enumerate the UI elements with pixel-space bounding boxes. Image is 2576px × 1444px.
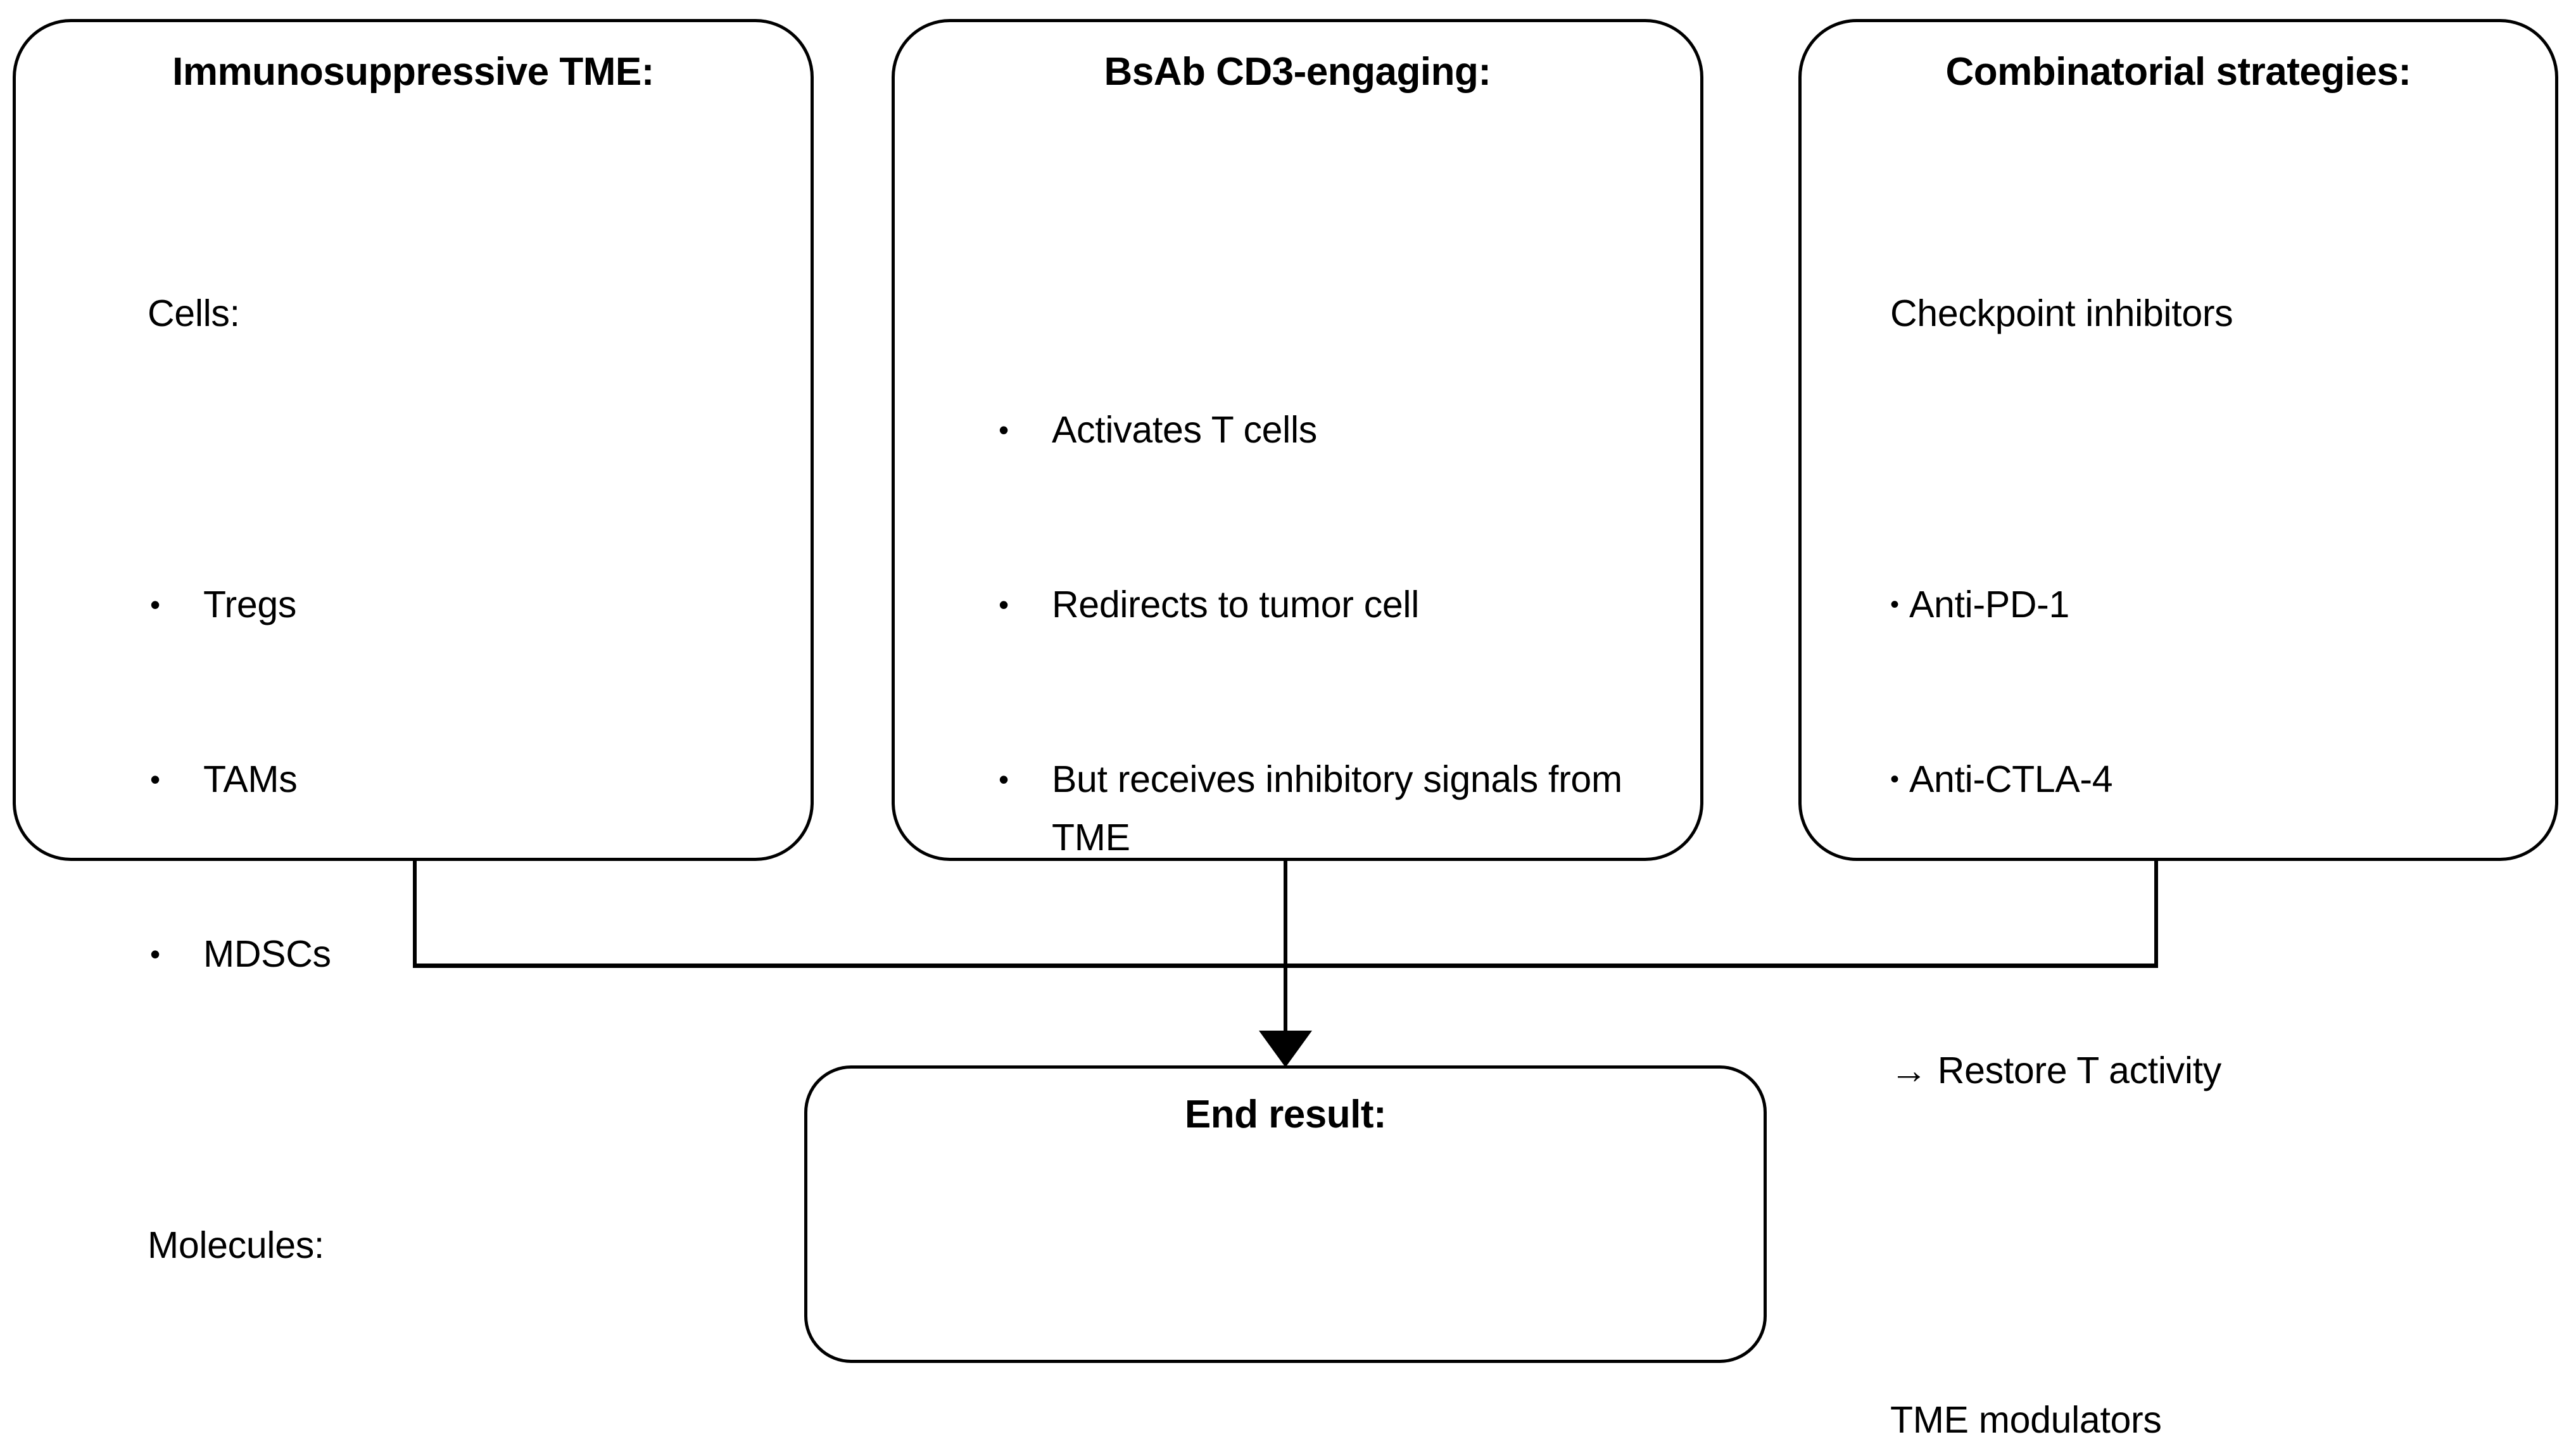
bullet-list-cells: Tregs TAMs MDSCs — [148, 459, 773, 1100]
list-item: Redirects to tumor cell — [996, 575, 1656, 634]
list-item: Anti-PD-1 — [1890, 575, 2530, 634]
node-title-immunosuppressive-tme: Immunosuppressive TME: — [172, 50, 654, 94]
arrow-stem — [1284, 964, 1287, 1048]
bullet-list-bsab: Activates T cells Redirects to tumor cel… — [996, 284, 1656, 983]
node-body-immunosuppressive-tme: Cells: Tregs TAMs MDSCs Molecules: PD-1 … — [148, 168, 773, 1444]
list-item: But receives inhibitory signals from TME — [996, 750, 1656, 867]
node-title-combinatorial-strategies: Combinatorial strategies: — [1945, 50, 2411, 94]
list-item: TAMs — [148, 750, 773, 808]
node-combinatorial-strategies[interactable]: Combinatorial strategies: Checkpoint inh… — [1798, 19, 2558, 1441]
subheading-molecules: Molecules: — [148, 1224, 325, 1266]
bullet-list-end-result: Therapeutic synergy Increased cytotoxici… — [947, 1324, 1726, 1444]
subheading-checkpoint-inhibitors: Checkpoint inhibitors — [1890, 292, 2233, 334]
node-end-result[interactable]: End result: Therapeutic synergy Increase… — [804, 1065, 1767, 1444]
node-body-end-result: Therapeutic synergy Increased cytotoxici… — [947, 1208, 1726, 1444]
list-item: Therapeutic synergy — [947, 1441, 1726, 1444]
node-body-bsab-cd3-engaging: Activates T cells Redirects to tumor cel… — [996, 168, 1656, 1100]
conclusion-restore-t-activity: → Restore T activity — [1890, 1050, 2221, 1091]
node-bsab-cd3-engaging[interactable]: BsAb CD3-engaging: Activates T cells Red… — [892, 19, 1703, 861]
arrow-down-icon — [1259, 1031, 1312, 1067]
subheading-cells: Cells: — [148, 292, 240, 334]
node-immunosuppressive-tme[interactable]: Immunosuppressive TME: Cells: Tregs TAMs… — [13, 19, 814, 1266]
node-title-bsab-cd3-engaging: BsAb CD3-engaging: — [1104, 50, 1492, 94]
bullet-list-checkpoint-inhibitors: Anti-PD-1 Anti-CTLA-4 — [1890, 459, 2530, 925]
list-item: Tregs — [148, 575, 773, 634]
list-item: MDSCs — [148, 925, 773, 983]
list-item: Anti-CTLA-4 — [1890, 750, 2530, 808]
subheading-tme-modulators: TME modulators — [1890, 1399, 2162, 1441]
node-body-combinatorial-strategies: Checkpoint inhibitors Anti-PD-1 Anti-CTL… — [1890, 168, 2530, 1444]
connector-line-left — [413, 860, 417, 967]
list-item: Activates T cells — [996, 401, 1656, 459]
group-spacer — [1890, 1216, 2530, 1274]
node-title-end-result: End result: — [1184, 1093, 1387, 1136]
connector-line-middle — [1284, 860, 1287, 967]
connector-line-right — [2154, 860, 2158, 967]
bullet-list-molecules: PD-1 / PD-L1 Soluble inhibitors — [148, 1391, 773, 1444]
